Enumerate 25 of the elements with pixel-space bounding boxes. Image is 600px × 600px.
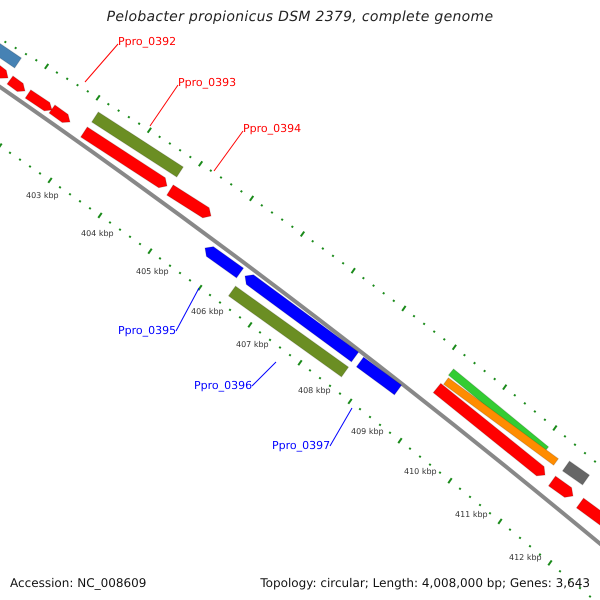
gene-label: Ppro_0392 [118,36,176,48]
tick-label: 403 kbp [26,191,59,200]
leader-line [150,84,178,126]
leader-line [84,44,118,82]
tick-label: 408 kbp [298,386,331,395]
gene-label: Ppro_0394 [243,123,302,135]
gene-label: Ppro_0393 [178,77,236,89]
tick-label: 406 kbp [191,307,224,316]
tick-label: 404 kbp [81,229,114,238]
tick-label: 409 kbp [351,427,384,436]
tick-label: 412 kbp [509,553,542,562]
tick-label: 411 kbp [455,510,488,519]
gene-label: Ppro_0396 [194,380,252,392]
tick-label: 405 kbp [136,267,169,276]
leader-line [252,362,276,386]
tick-label: 407 kbp [236,340,269,349]
gene-label: Ppro_0397 [272,440,330,452]
tick-label: 410 kbp [404,467,437,476]
title: Pelobacter propionicus DSM 2379, complete genome [106,9,494,25]
leader-line [214,130,244,172]
leader-line [330,408,352,446]
genome-summary-text: Topology: circular; Length: 4,008,000 bp; Genes: 3,643 [260,576,590,590]
leader-line [176,288,200,332]
accession-text: Accession: NC_008609 [10,576,146,590]
gene-label: Ppro_0395 [118,325,176,337]
